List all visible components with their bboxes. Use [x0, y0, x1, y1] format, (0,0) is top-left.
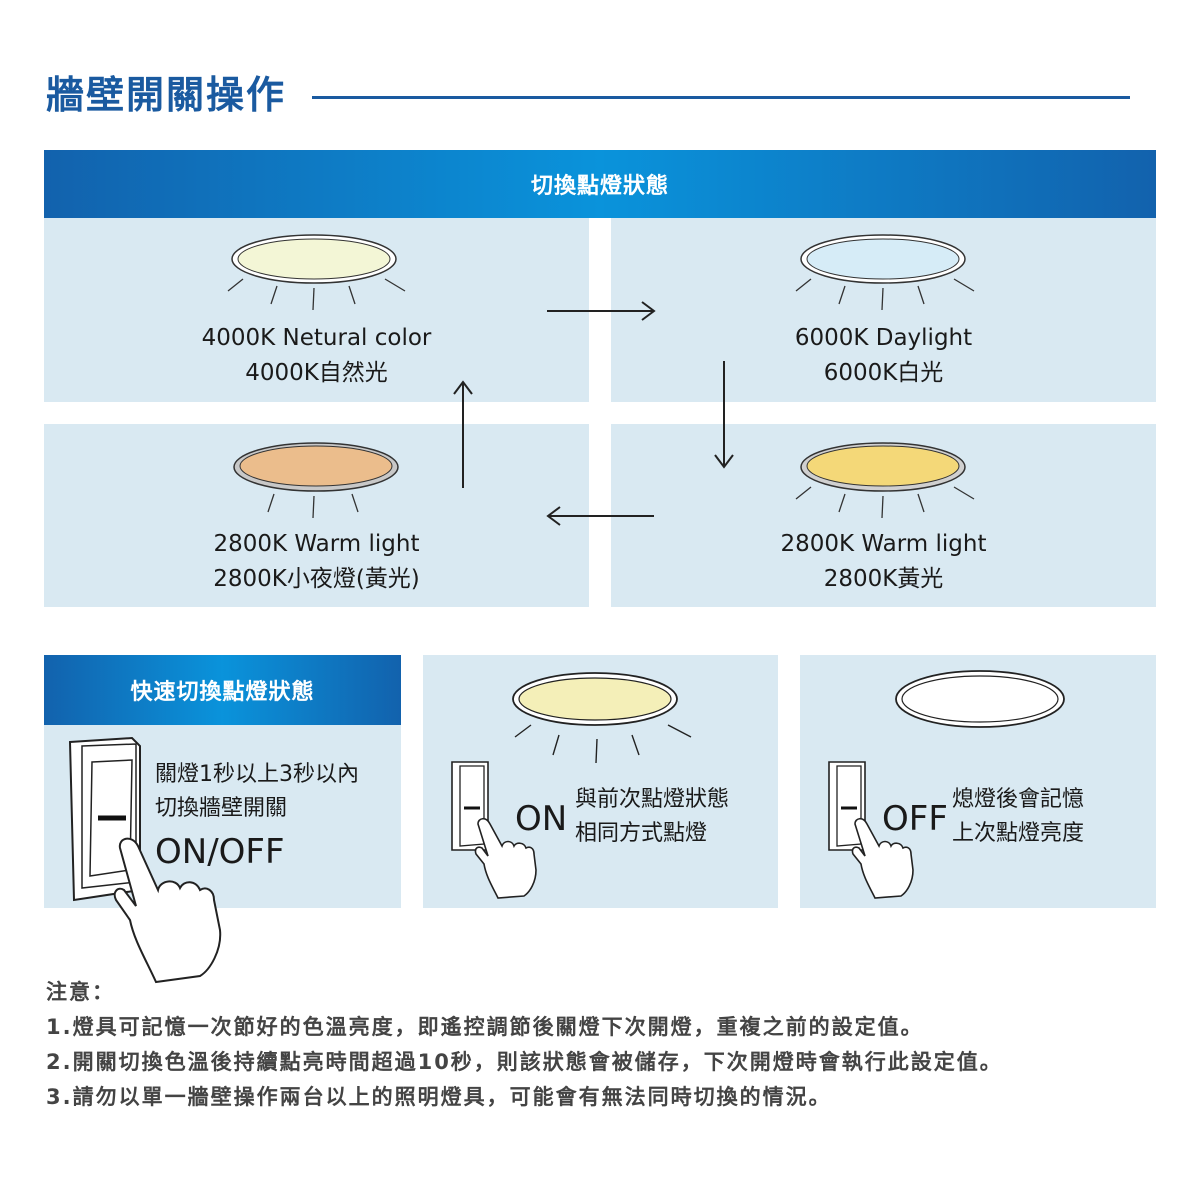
note-item: 3.請勿以單一牆壁操作兩台以上的照明燈具，可能會有無法同時切換的情況。: [46, 1085, 832, 1109]
lamp-icon: [233, 442, 399, 519]
state-panel-2800k-night: 2800K Warm light 2800K小夜燈(黃光): [44, 424, 589, 607]
off-label: OFF: [882, 799, 948, 839]
lamp-on-icon: [512, 672, 692, 764]
lamp-icon: [795, 442, 975, 519]
off-panel: OFF 熄燈後會記憶 上次點燈亮度: [800, 655, 1156, 908]
state-label-zh: 4000K自然光: [245, 360, 388, 386]
wall-switch-icon: [828, 761, 914, 899]
quick-instruction-onoff: ON/OFF: [155, 832, 285, 872]
on-description-line1: 與前次點燈狀態: [575, 787, 730, 812]
quick-instruction-line1: 關燈1秒以上3秒以內: [155, 762, 359, 787]
state-label-en: 6000K Daylight: [794, 325, 973, 351]
lamp-icon: [227, 234, 406, 311]
state-label-zh: 2800K黃光: [823, 566, 944, 592]
quick-instruction-line2: 切換牆壁開關: [155, 796, 288, 821]
state-label-en: 2800K Warm light: [780, 531, 987, 557]
hand-icon: [113, 837, 222, 984]
state-label-zh: 6000K白光: [823, 360, 944, 386]
hand-icon: [474, 817, 537, 899]
state-panel-2800k-warm: 2800K Warm light 2800K黃光: [611, 424, 1156, 607]
title-divider: [312, 96, 1130, 99]
wall-switch-icon: [451, 761, 537, 899]
state-label-en: 4000K Netural color: [201, 325, 432, 351]
hand-icon: [851, 817, 914, 899]
note-item: 1.燈具可記憶一次節好的色溫亮度，即遙控調節後關燈下次開燈，重複之前的設定值。: [46, 1015, 924, 1039]
off-description-line1: 熄燈後會記憶: [952, 787, 1085, 812]
on-panel: ON 與前次點燈狀態 相同方式點燈: [423, 655, 778, 908]
cycle-section-banner: 切換點燈狀態: [44, 150, 1156, 218]
notes-section: 注意： 1.燈具可記憶一次節好的色溫亮度，即遙控調節後關燈下次開燈，重複之前的設…: [46, 975, 1003, 1115]
state-label-zh: 2800K小夜燈(黃光): [213, 566, 420, 592]
notes-heading: 注意：: [46, 980, 115, 1004]
page-title: 牆壁開關操作: [46, 73, 287, 117]
lamp-off-icon: [895, 670, 1065, 728]
state-label-en: 2800K Warm light: [213, 531, 420, 557]
lamp-icon: [795, 234, 975, 311]
quick-section-banner: 快速切換點燈狀態: [44, 655, 401, 725]
on-description-line2: 相同方式點燈: [575, 821, 708, 846]
wall-switch-icon: [68, 736, 222, 984]
off-description-line2: 上次點燈亮度: [952, 821, 1085, 846]
on-label: ON: [515, 799, 568, 839]
note-item: 2.開關切換色溫後持續點亮時間超過10秒，則該狀態會被儲存，下次開燈時會執行此設…: [46, 1050, 1003, 1074]
state-panel-4000k: 4000K Netural color 4000K自然光: [44, 218, 589, 402]
state-panel-6000k: 6000K Daylight 6000K白光: [611, 218, 1156, 402]
